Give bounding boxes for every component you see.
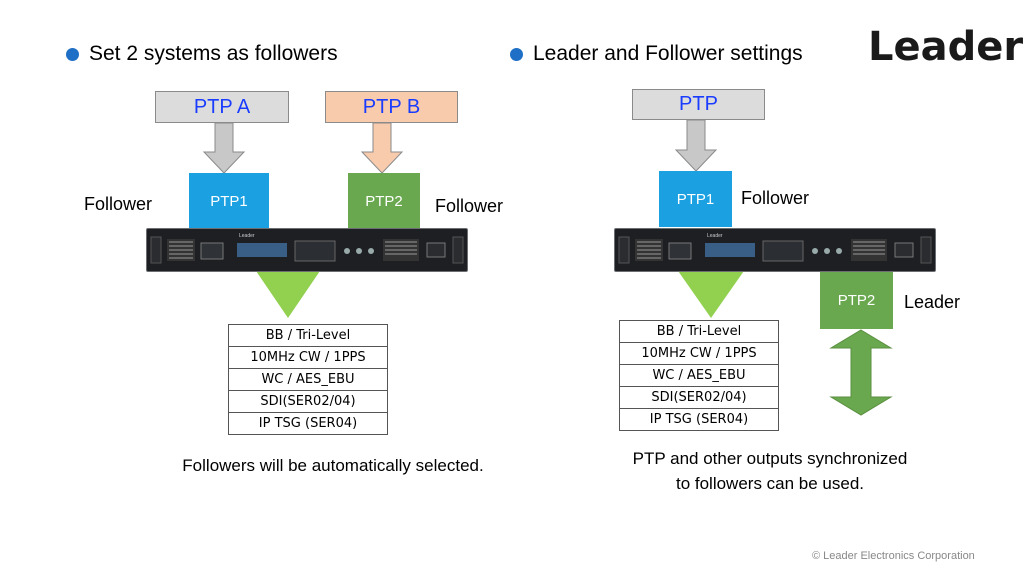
device-front-panel: Leader <box>150 233 464 264</box>
right-title-text: Leader and Follower settings <box>533 42 803 65</box>
source-ptp-b: PTP B <box>325 91 458 123</box>
table-row: IP TSG (SER04) <box>228 412 388 435</box>
ptp2-role-label: Leader <box>904 292 961 312</box>
left-outputs-table: BB / Tri-Level 10MHz CW / 1PPS WC / AES_… <box>228 324 388 435</box>
table-row: 10MHz CW / 1PPS <box>619 342 779 365</box>
table-row: BB / Tri-Level <box>619 320 779 343</box>
output-cell: BB / Tri-Level <box>228 324 388 347</box>
down-arrow <box>674 119 718 172</box>
right-caption-line2: to followers can be used. <box>675 474 865 493</box>
ptp-generator-device: Leader <box>146 228 468 272</box>
table-row: IP TSG (SER04) <box>619 408 779 431</box>
device-front-panel: Leader <box>618 233 932 264</box>
bullet-dot <box>66 47 79 61</box>
copyright: © Leader Electronics Corporation <box>812 550 975 562</box>
left-title: Set 2 systems as followers <box>66 42 338 66</box>
right-caption-line1: PTP and other outputs synchronized <box>632 449 908 468</box>
left-title-text: Set 2 systems as followers <box>89 42 338 65</box>
ptp1-role-label: Follower <box>741 188 810 208</box>
ptp1-role-label: Follower <box>84 194 153 214</box>
output-cell: IP TSG (SER04) <box>228 412 388 435</box>
output-cell: WC / AES_EBU <box>228 368 388 391</box>
source-ptp: PTP <box>632 89 765 120</box>
right-caption: PTP and other outputs synchronized to fo… <box>560 446 980 496</box>
ptp-generator-device: Leader <box>614 228 936 272</box>
table-row: 10MHz CW / 1PPS <box>228 346 388 369</box>
ptp2-role-label: Follower <box>435 196 504 216</box>
left-caption: Followers will be automatically selected… <box>182 456 484 475</box>
output-cell: BB / Tri-Level <box>619 320 779 343</box>
table-row: WC / AES_EBU <box>619 364 779 387</box>
output-triangle <box>676 268 746 318</box>
output-cell: SDI(SER02/04) <box>619 386 779 409</box>
table-row: WC / AES_EBU <box>228 368 388 391</box>
ptp2-block: PTP2 <box>348 173 420 230</box>
table-row: SDI(SER02/04) <box>619 386 779 409</box>
bullet-dot <box>510 47 523 61</box>
svg-text:Leader: Leader <box>239 233 255 239</box>
svg-text:Leader: Leader <box>707 233 723 239</box>
table-row: BB / Tri-Level <box>228 324 388 347</box>
output-cell: IP TSG (SER04) <box>619 408 779 431</box>
ptp2-block: PTP2 <box>820 272 893 329</box>
ptp1-block: PTP1 <box>189 173 269 230</box>
output-cell: SDI(SER02/04) <box>228 390 388 413</box>
output-triangle <box>254 268 322 318</box>
output-cell: 10MHz CW / 1PPS <box>619 342 779 365</box>
ptp1-block: PTP1 <box>659 171 732 227</box>
right-title: Leader and Follower settings <box>510 42 803 66</box>
leader-logo: Leader <box>868 24 1024 70</box>
right-outputs-table: BB / Tri-Level 10MHz CW / 1PPS WC / AES_… <box>619 320 779 431</box>
down-arrow <box>202 122 246 174</box>
table-row: SDI(SER02/04) <box>228 390 388 413</box>
output-cell: 10MHz CW / 1PPS <box>228 346 388 369</box>
output-cell: WC / AES_EBU <box>619 364 779 387</box>
down-arrow <box>360 122 404 174</box>
bidirectional-arrow <box>829 329 893 416</box>
